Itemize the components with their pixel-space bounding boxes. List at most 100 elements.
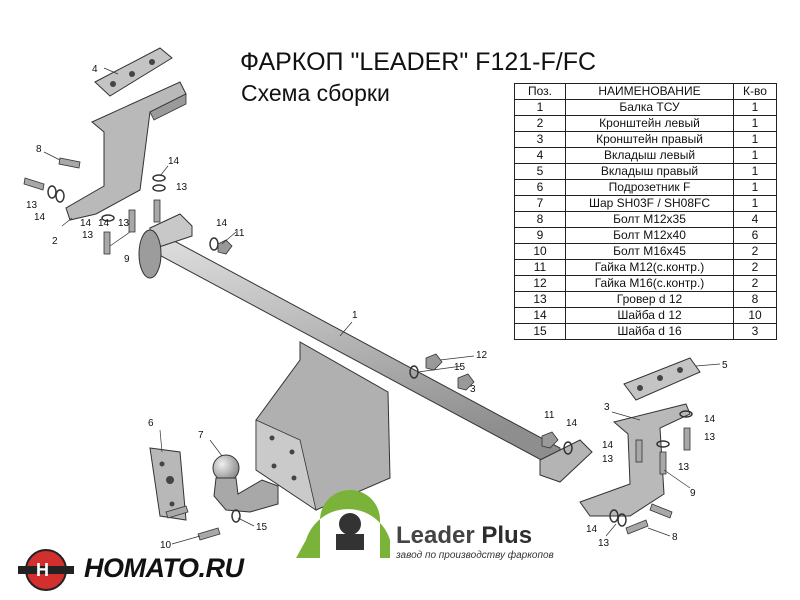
callout-1: 1 [352, 310, 358, 321]
callout-15: 15 [256, 522, 268, 533]
bolt-shape [103, 231, 111, 255]
hitch-mount [255, 341, 391, 511]
bolt-shape [153, 199, 161, 223]
cell-name: Кронштейн левый [565, 115, 734, 132]
callout-14: 14 [216, 218, 228, 229]
washer-shape [101, 214, 115, 222]
bottom-left-fasteners [165, 505, 241, 541]
left-insert-plate [94, 47, 173, 97]
mount-hole [291, 475, 297, 481]
mount-hole [271, 463, 277, 469]
washer-shape [47, 185, 57, 199]
washer-shape [563, 441, 573, 455]
nut-shape [541, 431, 559, 449]
homato-site-link[interactable]: HOMATO.RU [84, 553, 244, 583]
cell-pos: 15 [514, 323, 566, 340]
callout-14: 14 [586, 524, 598, 535]
bolt-shape [625, 519, 649, 535]
callout-13: 13 [704, 432, 716, 443]
cell-name: Вкладыш левый [565, 147, 734, 164]
cell-pos: 11 [514, 259, 566, 276]
nut-shape [217, 239, 233, 255]
callout-13: 13 [26, 200, 38, 211]
bolt-shape [197, 527, 221, 541]
plate-hole [129, 71, 135, 77]
callout-3: 3 [470, 384, 476, 395]
callout-13: 13 [176, 182, 188, 193]
washer-shape [679, 410, 693, 418]
mount-hole [289, 449, 295, 455]
leader-plus-logo [296, 490, 390, 558]
socket-plate [149, 447, 187, 521]
mount-hole [269, 435, 275, 441]
leader-lines [43, 67, 721, 545]
cell-name: Болт М12х40 [565, 227, 734, 244]
callout-2: 2 [52, 236, 58, 247]
cell-qty: 10 [733, 307, 777, 324]
bolt-shape [683, 427, 691, 451]
plate-hole [637, 385, 643, 391]
bolt-shape [165, 505, 189, 519]
callout-5: 5 [722, 360, 728, 371]
cell-name: Болт М16х45 [565, 243, 734, 260]
washer-shape [617, 513, 627, 527]
callout-3: 3 [604, 402, 610, 413]
bolt-shape [635, 439, 643, 463]
callout-10: 10 [160, 540, 172, 551]
callout-14: 14 [602, 440, 614, 451]
callout-13: 13 [82, 230, 94, 241]
page-title: ФАРКОП "LEADER" F121-F/FC [240, 48, 597, 76]
homato-logo-icon: Н [18, 549, 74, 591]
left-fasteners [23, 157, 233, 255]
callout-11: 11 [234, 228, 245, 239]
callout-13: 13 [118, 218, 130, 229]
callout-11: 11 [544, 410, 555, 421]
plate-hole [166, 476, 174, 484]
washer-shape [152, 174, 166, 182]
cell-qty: 1 [733, 163, 777, 180]
plate-hole [169, 501, 175, 507]
callout-7: 7 [198, 430, 204, 441]
plate-hole [110, 81, 116, 87]
callout-12: 12 [476, 350, 488, 361]
callout-14: 14 [80, 218, 92, 229]
right-bracket [579, 403, 691, 517]
bolt-shape [23, 177, 45, 191]
main-beam [138, 213, 593, 483]
callout-4: 4 [92, 64, 98, 75]
bolt-shape [128, 209, 136, 233]
right-fasteners [609, 410, 693, 535]
washer-shape [609, 509, 619, 523]
page-subtitle: Схема сборки [241, 80, 390, 106]
callout-14: 14 [168, 156, 180, 167]
center-fasteners [409, 353, 573, 455]
plate-hole [657, 375, 663, 381]
nut-shape [457, 373, 475, 391]
callout-14: 14 [34, 212, 46, 223]
bolt-shape [659, 451, 667, 475]
plate-hole [159, 461, 165, 467]
washer-shape [55, 189, 65, 203]
callout-14: 14 [566, 418, 578, 429]
leader-wordmark: Leader [396, 522, 475, 549]
col-header-pos: Поз. [514, 83, 566, 100]
washer-shape [231, 509, 241, 523]
callout-14: 14 [704, 414, 716, 425]
plate-hole [149, 59, 155, 65]
callout-9: 9 [690, 488, 696, 499]
parts-table-header: Поз. НАИМЕНОВАНИЕ К-во [514, 83, 777, 100]
washer-shape [656, 440, 670, 448]
bolt-shape [58, 157, 81, 169]
callout-13: 13 [602, 454, 614, 465]
leader-tagline: завод по производству фаркопов [396, 550, 554, 561]
plus-wordmark: Plus [481, 522, 533, 549]
leader-plus-wordmark: Leader Plus [396, 523, 532, 549]
